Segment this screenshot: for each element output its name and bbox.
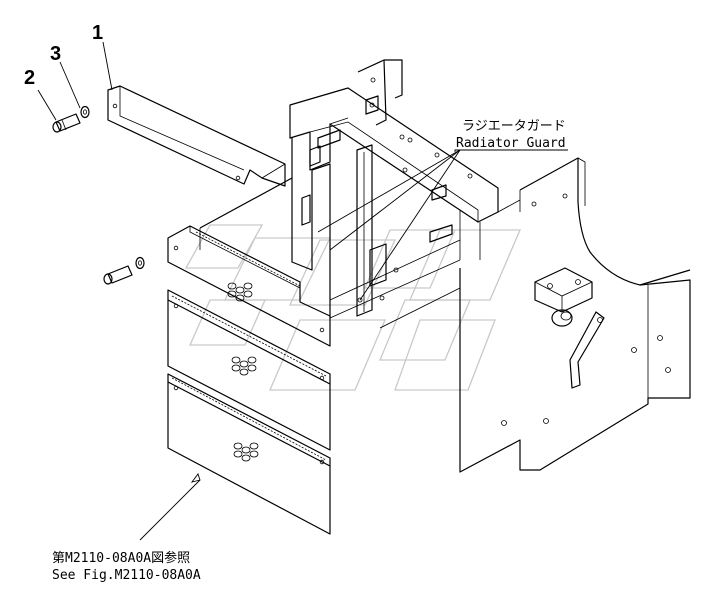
inner-panel bbox=[199, 177, 461, 329]
grille-panel-1 bbox=[167, 225, 331, 347]
mounting-bracket bbox=[534, 267, 605, 389]
grille-panel-3 bbox=[167, 373, 331, 535]
radiator-guard-label-en: Radiator Guard bbox=[456, 136, 566, 151]
frame-side-plate bbox=[357, 59, 691, 473]
callout-3: 3 bbox=[50, 43, 61, 65]
watermark-logo bbox=[184, 224, 521, 391]
reference-label-en: See Fig.M2110-08A0A bbox=[52, 568, 201, 583]
callout-2: 2 bbox=[24, 67, 35, 89]
bolt-part-2 bbox=[52, 113, 81, 133]
cover-plate-part-1 bbox=[107, 85, 286, 187]
washer-part-3 bbox=[80, 105, 90, 119]
grille-panel-2 bbox=[167, 289, 331, 451]
callout-1: 1 bbox=[92, 22, 103, 44]
leader-lines bbox=[37, 41, 568, 541]
radiator-guard-frame bbox=[289, 87, 521, 318]
reference-label-jp: 第M2110-08A0A図参照 bbox=[52, 550, 190, 566]
radiator-guard-label-jp: ラジエータガード bbox=[462, 119, 566, 134]
bolt-lower bbox=[103, 256, 145, 285]
